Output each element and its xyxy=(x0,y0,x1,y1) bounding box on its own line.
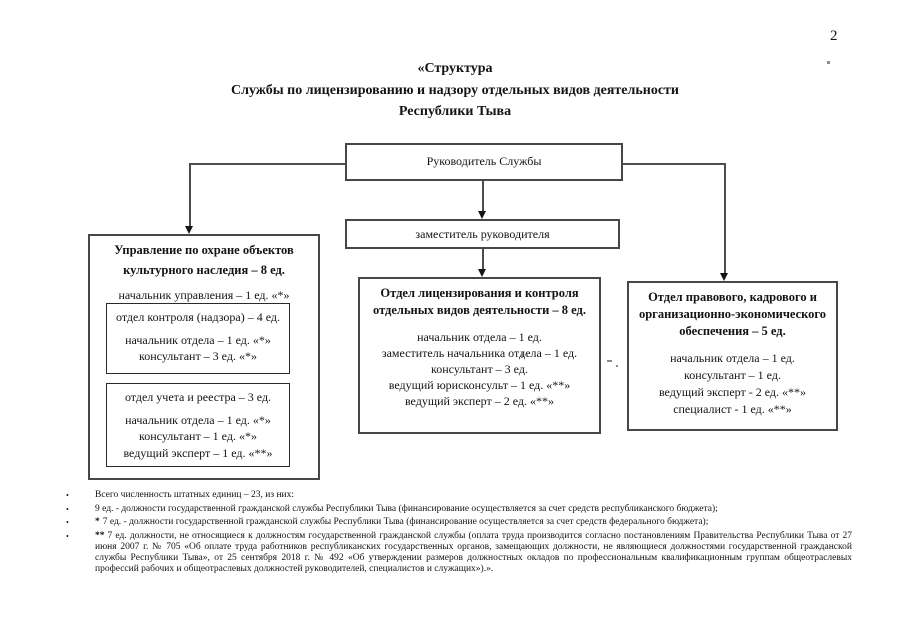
footnote-item: • 9 ед. - должности государственной граж… xyxy=(66,504,852,515)
position-line: ведущий юрисконсульт – 1 ед. «**» xyxy=(388,378,571,392)
position-line: ведущий эксперт – 1 ед. «**» xyxy=(123,445,273,460)
title-line-2: Службы по лицензированию и надзору отдел… xyxy=(231,82,679,98)
position-line: ведущий эксперт – 2 ед. «**» xyxy=(404,394,555,408)
title-line-3: Республики Тыва xyxy=(398,104,512,119)
org-box-deputy-head: заместитель руководителя xyxy=(345,219,620,249)
footnote-item: • *7 ед. - должности государственной гра… xyxy=(66,517,852,528)
position-line: ведущий эксперт - 2 ед. «**» xyxy=(658,385,807,399)
position-line: консультант – 3 ед. xyxy=(431,362,528,376)
connector-head-to-right-horizontal xyxy=(621,163,726,165)
position-line: заместитель начальника отдела – 1 ед. xyxy=(381,346,578,360)
position-line: начальник отдела – 1 ед. «*» xyxy=(125,332,271,347)
org-subbox-control-department: отдел контроля (надзора) – 4 ед. начальн… xyxy=(106,303,290,374)
scan-artifact xyxy=(607,360,612,362)
bullet-icon: • xyxy=(66,531,69,541)
connector-deputy-to-middle xyxy=(482,249,484,271)
org-box-cultural-heritage-directorate: Управление по охране объектов культурног… xyxy=(88,234,320,480)
footnote-text: **7 ед. должности, не относящиеся к долж… xyxy=(95,530,852,574)
footnotes: • Всего численность штатных единиц – 23,… xyxy=(66,490,852,577)
footnote-item: • **7 ед. должности, не относящиеся к до… xyxy=(66,531,852,575)
scan-artifact xyxy=(521,352,523,358)
arrow-down-icon xyxy=(478,211,486,219)
department-title: Отдел правового, кадрового и организацио… xyxy=(638,290,827,338)
subbox-title: отдел учета и реестра – 3 ед. xyxy=(124,390,272,404)
scan-artifact xyxy=(525,354,528,356)
position-line: консультант – 3 ед. «*» xyxy=(139,349,257,363)
position-line: начальник отдела – 1 ед. xyxy=(670,351,795,365)
scan-artifact xyxy=(616,365,618,367)
footnote-marker: ** xyxy=(95,530,105,541)
org-subbox-registry-department: отдел учета и реестра – 3 ед. начальник … xyxy=(106,383,290,467)
connector-head-to-left-vertical xyxy=(189,163,191,227)
connector-head-to-left-horizontal xyxy=(189,163,345,165)
scan-artifact xyxy=(827,61,830,64)
department-title: Отдел лицензирования и контроля отдельны… xyxy=(373,286,586,317)
head-of-service-label: Руководитель Службы xyxy=(426,154,542,168)
arrow-down-icon xyxy=(478,269,486,277)
org-box-head-of-service: Руководитель Службы xyxy=(345,143,623,181)
org-box-licensing-department: Отдел лицензирования и контроля отдельны… xyxy=(358,277,601,434)
position-line: консультант – 1 ед. xyxy=(684,368,781,382)
directorate-title: Управление по охране объектов культурног… xyxy=(114,243,294,277)
org-box-legal-department: Отдел правового, кадрового и организацио… xyxy=(627,281,838,431)
bullet-icon: • xyxy=(66,504,69,514)
connector-head-to-right-vertical xyxy=(724,163,726,274)
footnote-text: 9 ед. - должности государственной гражда… xyxy=(95,503,718,514)
position-line: консультант – 1 ед. «*» xyxy=(139,429,257,443)
bullet-icon: • xyxy=(66,518,69,527)
position-line: начальник отдела – 1 ед. xyxy=(417,330,542,344)
arrow-down-icon xyxy=(720,273,728,281)
page-number: 2 xyxy=(830,28,838,44)
position-line: специалист - 1 ед. «**» xyxy=(673,402,792,416)
bullet-icon: • xyxy=(66,491,69,500)
footnote-marker: * xyxy=(95,517,100,527)
position-line: начальник отдела – 1 ед. «*» xyxy=(125,412,271,427)
footnote-text: *7 ед. - должности государственной гражд… xyxy=(95,517,709,527)
directorate-head-position: начальник управления – 1 ед. «*» xyxy=(118,288,290,302)
footnote-item: • Всего численность штатных единиц – 23,… xyxy=(66,490,852,501)
deputy-head-label: заместитель руководителя xyxy=(415,227,550,241)
title-line-1: «Структура xyxy=(417,61,493,76)
footnote-text: Всего численность штатных единиц – 23, и… xyxy=(95,490,295,500)
subbox-title: отдел контроля (надзора) – 4 ед. xyxy=(116,310,280,324)
connector-head-to-deputy xyxy=(482,181,484,214)
arrow-down-icon xyxy=(185,226,193,234)
document-title: «Структура Службы по лицензированию и на… xyxy=(0,58,910,123)
